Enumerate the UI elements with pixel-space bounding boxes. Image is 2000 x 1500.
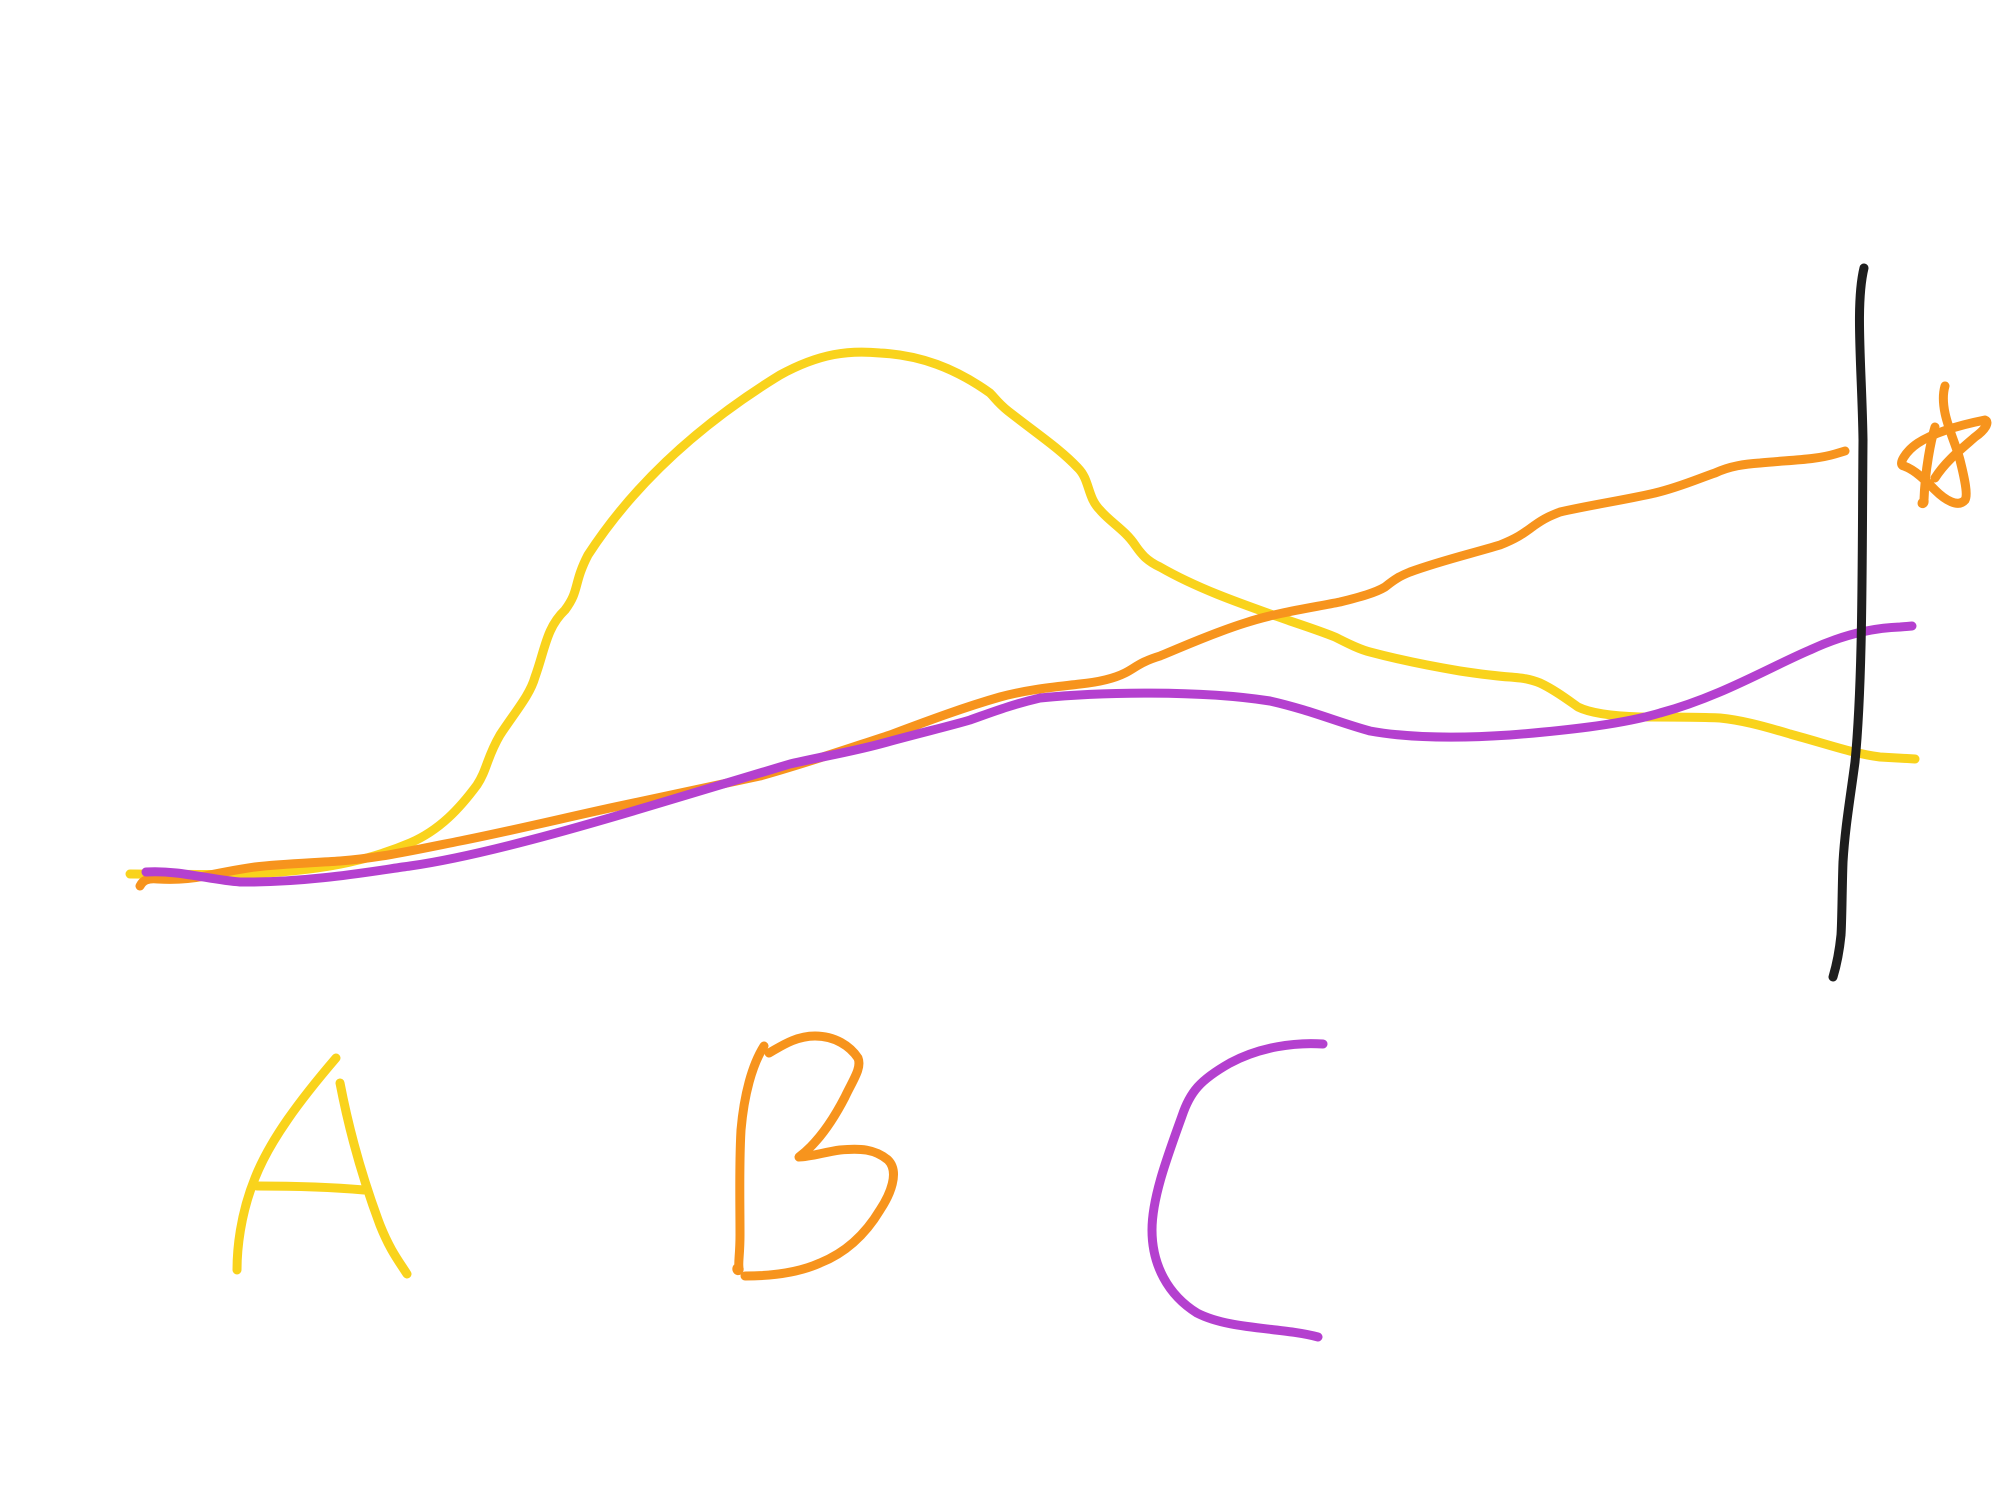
curve-c-line xyxy=(141,621,1917,887)
letter-b xyxy=(732,1031,898,1281)
letter-a xyxy=(232,1053,412,1279)
letter-c xyxy=(1147,1039,1328,1342)
hand-drawn-star-icon xyxy=(1897,381,1992,509)
curve-b-line xyxy=(135,446,1850,891)
curve-a-line xyxy=(125,347,1920,879)
vertical-marker-line xyxy=(1828,263,1869,982)
